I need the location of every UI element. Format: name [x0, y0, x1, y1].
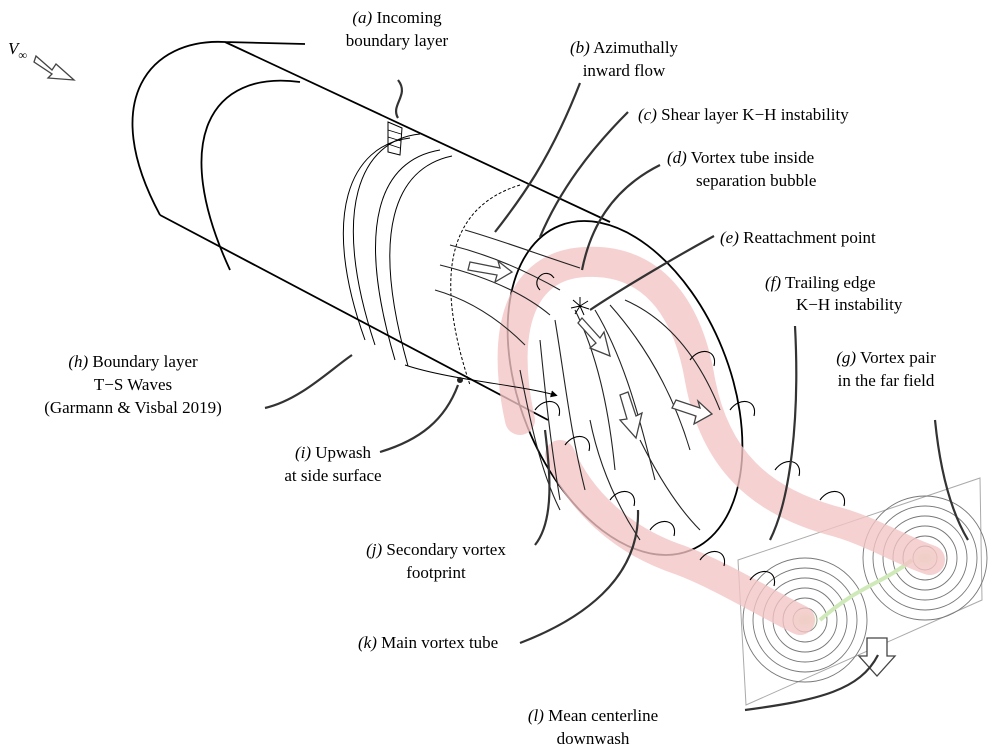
label-g: (g) Vortex pair in the far field — [836, 348, 936, 390]
label-i: (i) Upwash at side surface — [284, 443, 381, 485]
svg-text:(i) Upwash: (i) Upwash — [295, 443, 372, 462]
label-a: (a) Incoming boundary layer — [346, 8, 449, 50]
svg-text:(Garmann & Visbal 2019): (Garmann & Visbal 2019) — [44, 398, 222, 417]
label-l: (l) Mean centerline downwash — [528, 706, 658, 748]
label-h: (h) Boundary layer T−S Waves (Garmann & … — [44, 352, 222, 417]
svg-text:separation bubble: separation bubble — [696, 171, 816, 190]
label-f: (f) Trailing edge K−H instability — [765, 273, 903, 314]
freestream-symbol: V∞ — [8, 39, 27, 62]
leader-a — [396, 80, 402, 118]
svg-text:(e) Reattachment point: (e) Reattachment point — [720, 228, 876, 247]
svg-text:downwash: downwash — [557, 729, 630, 748]
svg-text:(l) Mean centerline: (l) Mean centerline — [528, 706, 658, 725]
svg-text:(b) Azimuthally: (b) Azimuthally — [570, 38, 679, 57]
top-silhouette — [225, 42, 610, 222]
reattach-arrow — [578, 318, 610, 356]
svg-text:at side surface: at side surface — [284, 466, 381, 485]
svg-text:(k) Main vortex tube: (k) Main vortex tube — [358, 633, 498, 652]
reattachment-point-icon — [571, 297, 589, 315]
svg-text:K−H instability: K−H instability — [796, 295, 903, 314]
svg-text:inward flow: inward flow — [583, 61, 666, 80]
svg-text:(h) Boundary layer: (h) Boundary layer — [68, 352, 198, 371]
inward-flow-arrow — [468, 261, 512, 282]
label-c: (c) Shear layer K−H instability — [638, 105, 849, 124]
svg-text:(a) Incoming: (a) Incoming — [352, 8, 442, 27]
svg-text:(j) Secondary vortex: (j) Secondary vortex — [366, 540, 506, 559]
cylinder-body — [132, 42, 610, 420]
label-b: (b) Azimuthally inward flow — [570, 38, 679, 80]
leader-c — [540, 112, 628, 237]
label-k: (k) Main vortex tube — [358, 633, 498, 652]
leader-h — [265, 355, 352, 408]
svg-text:(d) Vortex tube inside: (d) Vortex tube inside — [667, 148, 814, 167]
svg-text:(g) Vortex pair: (g) Vortex pair — [836, 348, 936, 367]
label-e: (e) Reattachment point — [720, 228, 876, 247]
svg-text:boundary layer: boundary layer — [346, 31, 449, 50]
freestream-arrow-icon — [34, 56, 74, 80]
label-d: (d) Vortex tube inside separation bubble — [667, 148, 816, 190]
label-j: (j) Secondary vortex footprint — [366, 540, 506, 582]
leader-b — [495, 83, 580, 232]
rear-flow-arrow-1 — [620, 392, 642, 438]
svg-text:(f) Trailing edge: (f) Trailing edge — [765, 273, 876, 292]
upwash-arrow — [405, 365, 555, 395]
leader-i — [380, 385, 458, 452]
svg-text:footprint: footprint — [406, 563, 466, 582]
svg-text:(c) Shear layer K−H instabilit: (c) Shear layer K−H instability — [638, 105, 849, 124]
svg-text:in the far field: in the far field — [838, 371, 935, 390]
svg-text:T−S Waves: T−S Waves — [94, 375, 172, 394]
